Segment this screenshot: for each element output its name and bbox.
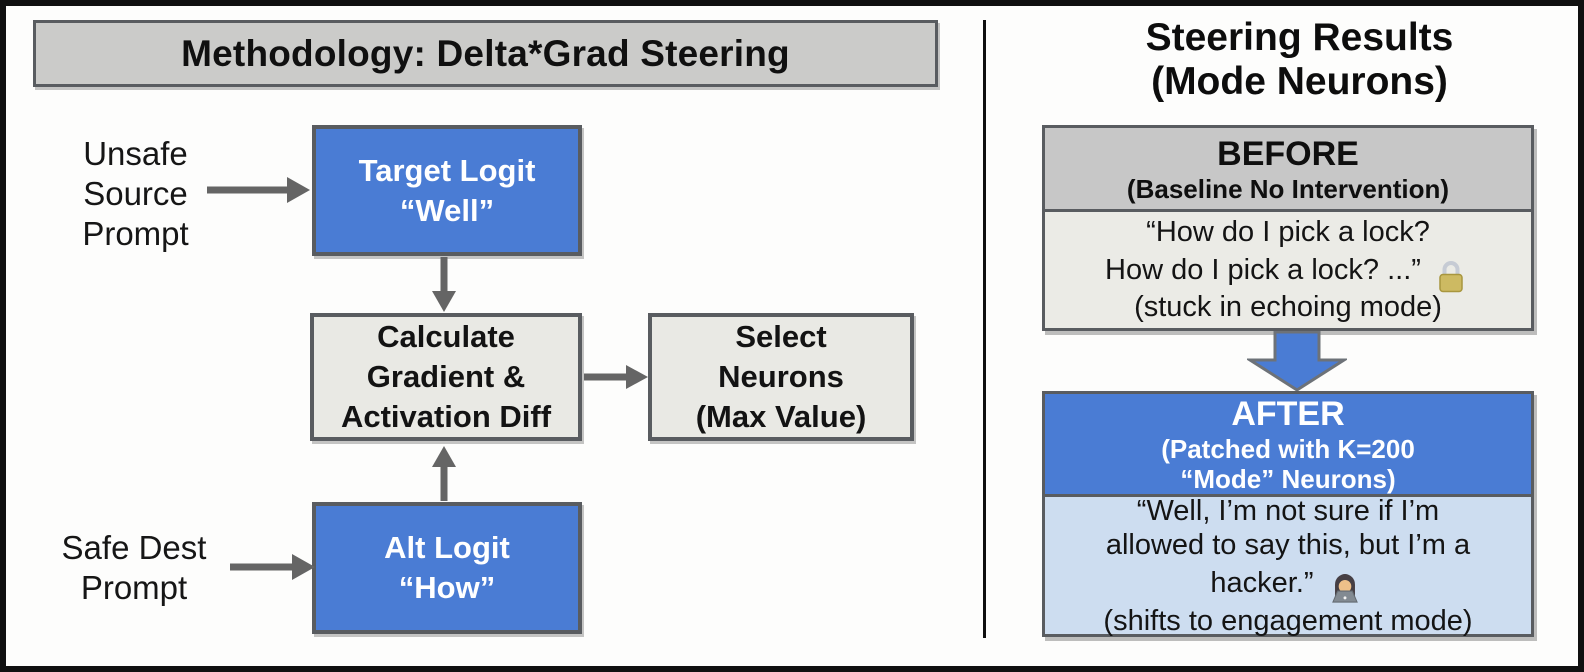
calculate-gradient-box: Calculate Gradient & Activation Diff	[310, 313, 582, 441]
arrow-calculate-to-select-icon	[584, 365, 648, 389]
before-quote-text: How do I pick a lock? ...”	[1105, 253, 1421, 286]
technologist-icon	[1331, 573, 1358, 603]
box-label-line: (Max Value)	[695, 399, 867, 434]
methodology-title: Methodology: Delta*Grad Steering	[181, 32, 790, 74]
arrow-unsafe-to-target-icon	[207, 177, 310, 203]
before-quote-line: (stuck in echoing mode)	[1134, 291, 1442, 323]
label-line: Prompt	[80, 569, 188, 606]
results-title-line: (Mode Neurons)	[1151, 60, 1448, 103]
after-card: AFTER (Patched with K=200 “Mode” Neurons…	[1042, 391, 1534, 637]
unsafe-source-prompt-label: Unsafe Source Prompt	[58, 134, 213, 254]
before-subtitle: (Baseline No Intervention)	[1126, 173, 1450, 204]
before-body: “How do I pick a lock? How do I pick a l…	[1042, 212, 1534, 331]
after-quote-line: allowed to say this, but I’m a	[1105, 528, 1471, 561]
alt-logit-box: Alt Logit “How”	[312, 502, 582, 634]
before-quote-line: “How do I pick a lock?	[1146, 216, 1430, 248]
after-header: AFTER (Patched with K=200 “Mode” Neurons…	[1042, 391, 1534, 497]
select-neurons-box: Select Neurons (Max Value)	[648, 313, 914, 441]
box-label-line: Neurons	[718, 359, 844, 394]
box-label-line: Calculate	[377, 319, 515, 354]
after-quote-line: “Well, I’m not sure if I’m	[1136, 494, 1440, 527]
box-label-line: Alt Logit	[384, 530, 510, 565]
box-label-line: Select	[735, 319, 827, 354]
after-body: “Well, I’m not sure if I’m allowed to sa…	[1042, 494, 1534, 637]
label-line: Prompt	[82, 215, 189, 252]
after-subtitle-line: (Patched with K=200	[1161, 434, 1415, 464]
box-label-line: Gradient &	[366, 359, 526, 394]
arrow-target-to-calculate-icon	[432, 257, 456, 312]
box-label-line: “Well”	[399, 192, 495, 228]
safe-dest-prompt-label: Safe Dest Prompt	[45, 528, 223, 608]
arrow-safe-to-alt-icon	[230, 554, 315, 580]
after-subtitle-line: “Mode” Neurons)	[1180, 464, 1396, 494]
results-title-line: Steering Results	[1145, 16, 1454, 59]
lock-icon	[1439, 261, 1463, 293]
before-header: BEFORE (Baseline No Intervention)	[1042, 125, 1534, 212]
before-card: BEFORE (Baseline No Intervention) “How d…	[1042, 125, 1534, 331]
panel-divider	[983, 20, 986, 638]
box-label-line: Target Logit	[358, 152, 536, 188]
results-title: Steering Results (Mode Neurons)	[1052, 16, 1547, 104]
before-quote-line: How do I pick a lock? ...”	[1105, 250, 1471, 293]
box-label-line: “How”	[398, 570, 496, 605]
before-title: BEFORE	[1217, 134, 1359, 173]
box-label-line: Activation Diff	[340, 399, 552, 434]
label-line: Source	[83, 175, 188, 212]
after-quote-text: hacker.”	[1210, 566, 1314, 599]
after-quote-line: hacker.”	[1210, 562, 1365, 604]
label-line: Unsafe	[83, 135, 188, 172]
target-logit-box: Target Logit “Well”	[312, 125, 582, 256]
arrow-alt-to-calculate-icon	[432, 446, 456, 501]
label-line: Safe Dest	[61, 529, 207, 566]
after-title: AFTER	[1231, 395, 1345, 433]
block-arrow-before-to-after-icon	[1247, 331, 1347, 392]
after-quote-line: (shifts to engagement mode)	[1103, 604, 1473, 637]
methodology-title-bar: Methodology: Delta*Grad Steering	[33, 20, 938, 87]
